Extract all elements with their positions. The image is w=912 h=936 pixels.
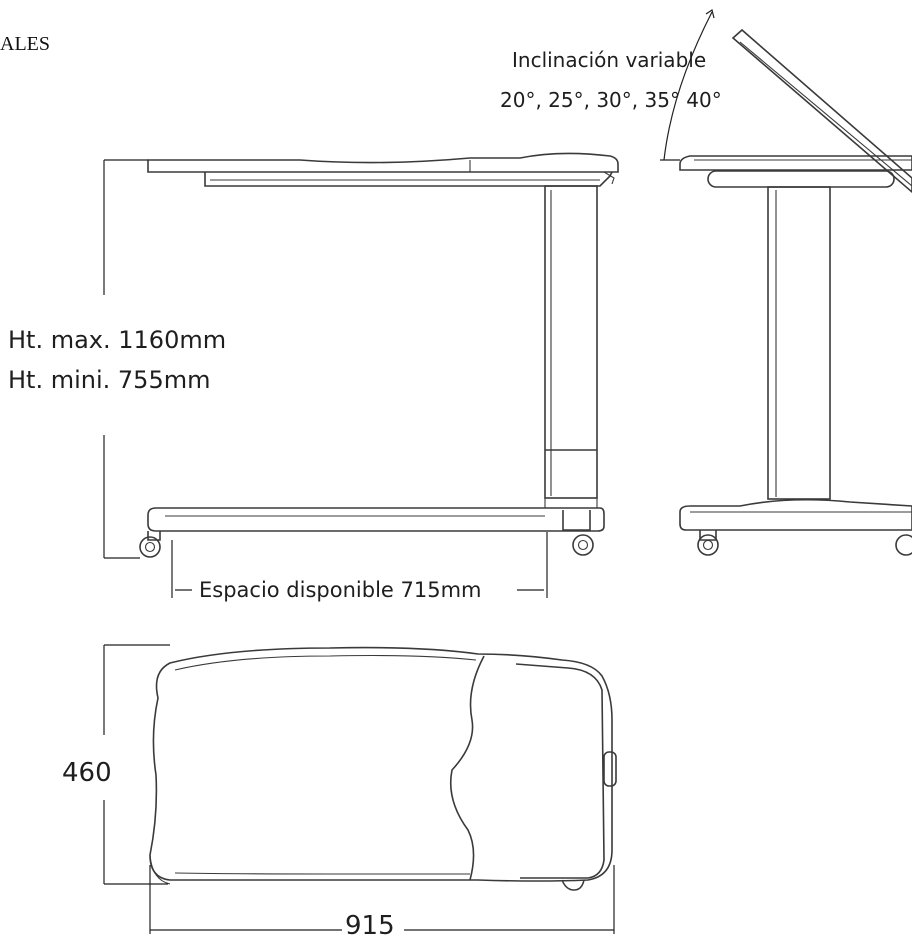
- top-frame-handle: [515, 663, 605, 879]
- front-caster-left: [697, 534, 719, 556]
- tilt-angles: 20°, 25°, 30°, 35° 40°: [500, 88, 722, 112]
- top-frame-corner: [149, 854, 171, 885]
- side-tilt-handle: [603, 171, 615, 185]
- height-max-label: Ht. max. 1160mm: [8, 326, 226, 354]
- depth-label: 460: [62, 758, 112, 788]
- width-label: 915: [345, 911, 395, 936]
- side-caster-right-hub: [577, 539, 589, 551]
- top-tabletop-seam: [449, 655, 485, 881]
- front-top-frame: [707, 170, 895, 188]
- width-dimension: 915: [149, 865, 615, 936]
- side-caster-fork-left: [147, 531, 161, 541]
- clearance-dimension: Espacio disponible 715mm: [171, 532, 548, 602]
- tilt-title: Inclinación variable: [512, 48, 706, 72]
- side-caster-fork-right: [562, 510, 591, 531]
- top-caster-bump: [561, 879, 585, 891]
- height-dimension: Ht. max. 1160mm Ht. mini. 755mm: [8, 159, 226, 559]
- side-caster-left-hub: [144, 541, 156, 553]
- top-grip: [603, 751, 617, 787]
- front-caster-left-hub: [702, 539, 714, 551]
- tilt-arc: [663, 11, 713, 161]
- top-tabletop-inner: [174, 654, 477, 875]
- side-caster-right: [572, 534, 594, 556]
- front-caster-right: [895, 534, 912, 556]
- side-tabletop: [147, 152, 619, 173]
- side-top-frame: [204, 171, 613, 187]
- tilt-dimension: Inclinación variable 20°, 25°, 30°, 35° …: [500, 9, 722, 161]
- front-view: [679, 28, 912, 556]
- side-base-bar: [147, 507, 605, 532]
- front-column: [767, 186, 831, 500]
- header-text: ALES: [0, 33, 50, 55]
- front-tilted-top-inner: [739, 41, 912, 187]
- front-tabletop: [679, 155, 912, 171]
- front-tilted-top: [731, 28, 912, 194]
- clearance-label: Espacio disponible 715mm: [199, 578, 482, 602]
- depth-dimension: 460: [62, 644, 170, 885]
- front-base: [679, 498, 912, 531]
- side-view: [139, 152, 619, 558]
- side-column: [544, 185, 598, 499]
- top-view: [149, 646, 617, 891]
- side-caster-left: [139, 536, 161, 558]
- height-min-label: Ht. mini. 755mm: [8, 366, 210, 394]
- top-tabletop-outline: [149, 646, 613, 882]
- tilt-arc-arrow: [705, 9, 715, 19]
